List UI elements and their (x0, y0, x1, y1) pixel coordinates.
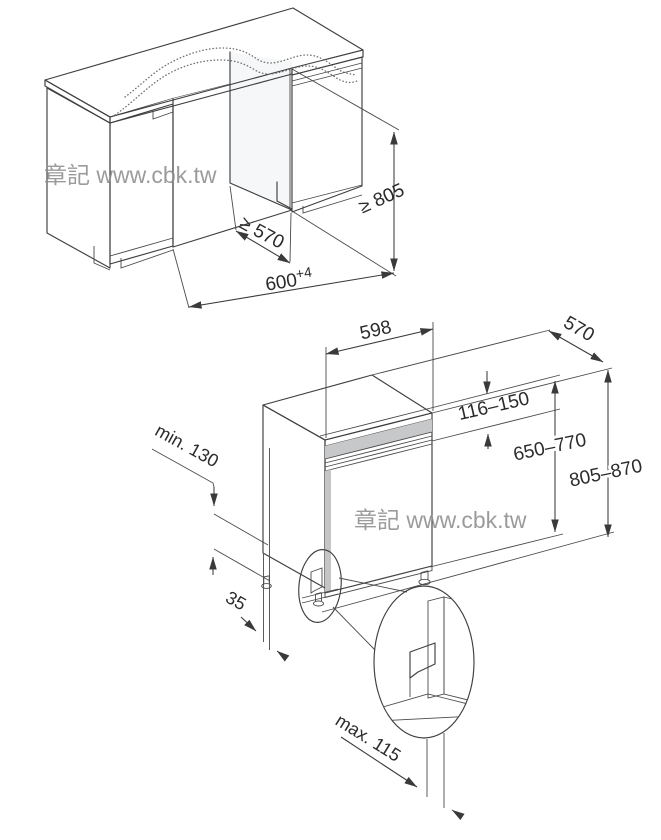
door-base-strip (324, 565, 433, 599)
dimension-niche-width: 600+4 (172, 210, 397, 309)
dimension-appliance-depth: 570 (548, 312, 604, 363)
plinth-clearance-label: min. 130 (152, 420, 222, 471)
right-cabinet (289, 56, 363, 214)
plinth-notch-large (409, 642, 436, 679)
plinth-board-detail (427, 596, 445, 699)
control-panel (325, 419, 432, 459)
door-front-height-label: 650–770 (511, 430, 588, 466)
niche-width-label: 600+4 (263, 263, 314, 295)
door-edge-shade (325, 469, 331, 593)
control-panel-height-label: 116–150 (456, 388, 531, 425)
top-diagram-niche: ≥ 570 600+4 ≥ 805 章記 www.cbk.tw (44, 7, 408, 309)
detail-callout-large (373, 585, 475, 739)
plinth-notch-small (310, 567, 323, 594)
left-cabinet-door (109, 103, 174, 265)
counter-break-band (292, 56, 357, 83)
dimension-front-offset: 35 (222, 448, 290, 662)
counter-left-end (44, 79, 111, 124)
adjustable-foot-front-left (313, 592, 324, 607)
front-offset-label: 35 (222, 587, 249, 614)
dimension-appliance-height: 805–870 (564, 369, 647, 538)
bottom-diagram-appliance: 598 570 116–150 650–770 805–870 (151, 312, 647, 821)
dimension-niche-height: ≥ 805 (291, 68, 408, 272)
top-front-extension-line (431, 367, 613, 414)
appliance-side-panel (262, 404, 326, 589)
dimension-plinth-recess: max. 115 (332, 710, 465, 821)
appliance-height-label: 805–870 (567, 456, 644, 492)
left-cabinet (46, 87, 174, 271)
detail-callout-small (298, 549, 342, 623)
callout-connector-bottom (332, 606, 376, 651)
counter-right-front-edge (291, 49, 364, 76)
top-back-extension-line (371, 329, 551, 376)
floor-extension-line (321, 531, 615, 613)
callout-connector-top (338, 577, 408, 593)
watermark-top: 章記 www.cbk.tw (44, 162, 217, 188)
door-bottom-extension-line (429, 533, 564, 568)
niche-height-label: ≥ 805 (356, 180, 408, 218)
left-cabinet-side-panel (46, 87, 111, 269)
appliance-depth-label: 570 (560, 312, 598, 346)
watermark-bottom: 章記 www.cbk.tw (354, 507, 527, 533)
right-cabinet-door (291, 56, 363, 213)
appliance-width-label: 598 (358, 317, 394, 345)
dimension-plinth-clearance: min. 130 (151, 420, 271, 582)
door-groove-lines (324, 431, 433, 472)
dimension-appliance-width: 598 (325, 317, 434, 438)
dimension-control-panel-height: 116–150 (456, 371, 531, 449)
